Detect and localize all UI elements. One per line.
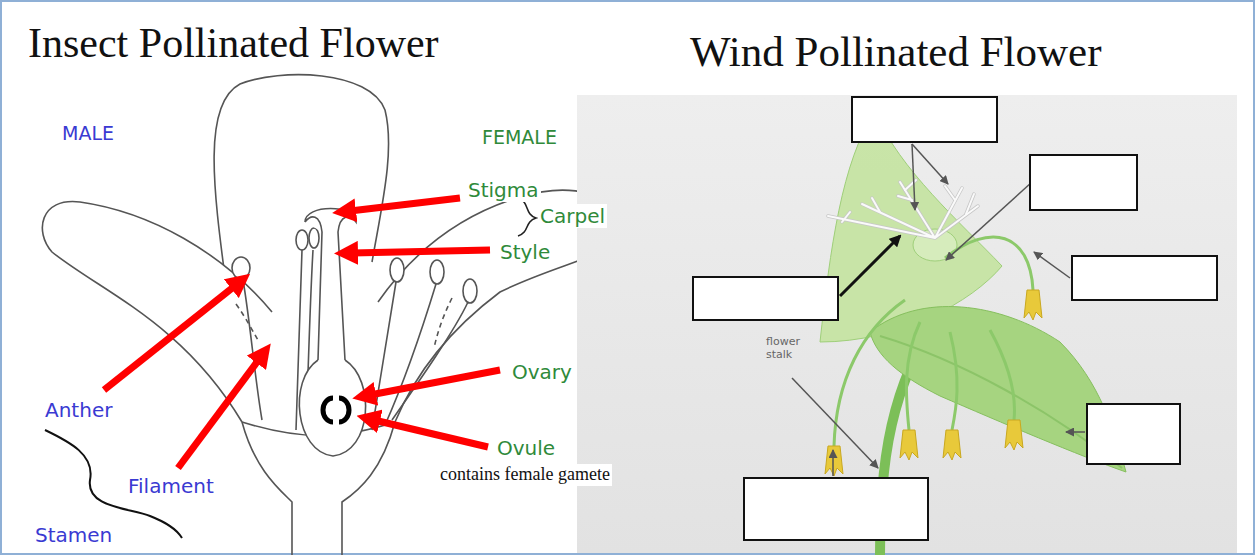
hanging-stamen — [834, 237, 1033, 446]
part-label: Ovary — [510, 360, 574, 384]
group-label: MALE — [60, 122, 116, 145]
part-label: Carpel — [538, 204, 607, 228]
anther-drawing — [309, 228, 319, 248]
upper-bract — [820, 112, 1002, 342]
part-label: Filament — [126, 474, 216, 498]
anther-drawing — [463, 279, 477, 303]
hanging-stamen — [950, 332, 957, 430]
anther-drawing — [1005, 420, 1023, 450]
leader-line — [792, 378, 878, 468]
stamen-filament — [385, 284, 436, 425]
anther-drawing — [296, 230, 308, 250]
anther-drawing — [900, 430, 918, 460]
stigma-drawing — [305, 209, 356, 233]
panel-title: Wind Pollinated Flower — [688, 26, 1104, 78]
leader-line — [1034, 252, 1070, 278]
answer-box — [693, 97, 1217, 540]
carpel-bracket — [518, 198, 536, 236]
answer-box — [693, 277, 838, 320]
anther-drawing — [1024, 290, 1042, 320]
red-arrow — [104, 285, 236, 390]
leader-line — [912, 144, 948, 184]
feathery-stigma — [828, 182, 978, 238]
leader-line — [832, 450, 834, 476]
anther-drawing — [232, 257, 250, 279]
anther-drawing — [390, 258, 404, 282]
feathery-stigma — [842, 180, 974, 222]
red-arrow — [374, 420, 488, 447]
leader-line — [946, 182, 1032, 260]
anther-drawing — [825, 446, 843, 476]
hanging-stamen — [906, 322, 920, 430]
stamen-filament — [243, 280, 262, 420]
answer-box — [744, 478, 928, 540]
feathery-stigma — [828, 180, 978, 238]
stamen-filament — [392, 302, 468, 420]
hanging-stamen — [834, 300, 905, 446]
red-arrow — [350, 198, 460, 211]
red-arrow — [370, 370, 500, 395]
hanging-stamen — [990, 330, 1014, 420]
panel-title: Insect Pollinated Flower — [26, 18, 441, 68]
ovule-drawing — [339, 398, 349, 422]
part-label: Stamen — [33, 523, 114, 547]
insect-flower-drawing — [42, 75, 625, 555]
group-label: FEMALE — [480, 126, 559, 149]
answer-box — [1087, 404, 1180, 464]
part-label: Anther — [43, 398, 114, 422]
red-arrow — [178, 358, 260, 468]
photo-caption: flower stalk — [764, 336, 814, 361]
part-label: Style — [498, 240, 552, 264]
hanging-stamen — [945, 237, 1033, 290]
feathery-stigma — [828, 180, 978, 238]
anther-drawing — [430, 260, 444, 284]
photo-background — [577, 95, 1237, 553]
leader-line — [912, 144, 915, 210]
leader-line — [840, 236, 900, 296]
red-arrow — [104, 198, 500, 468]
part-label: Stigma — [466, 178, 541, 202]
anther-drawing — [943, 430, 961, 460]
ovary-drawing — [299, 360, 365, 456]
leader-line — [1066, 431, 1085, 433]
part-label: Ovule — [495, 436, 557, 460]
anther-drawing — [825, 290, 1042, 476]
red-arrow — [352, 250, 490, 253]
ovule-drawing — [323, 398, 333, 422]
feathery-stigma — [828, 180, 978, 238]
answer-box — [1030, 155, 1137, 210]
part-note: contains female gamete — [438, 464, 612, 486]
answer-box — [852, 97, 997, 142]
style-drawing — [318, 232, 345, 360]
petal-vein — [434, 298, 452, 348]
feathery-stigma — [828, 182, 978, 238]
answer-box — [1072, 256, 1217, 300]
